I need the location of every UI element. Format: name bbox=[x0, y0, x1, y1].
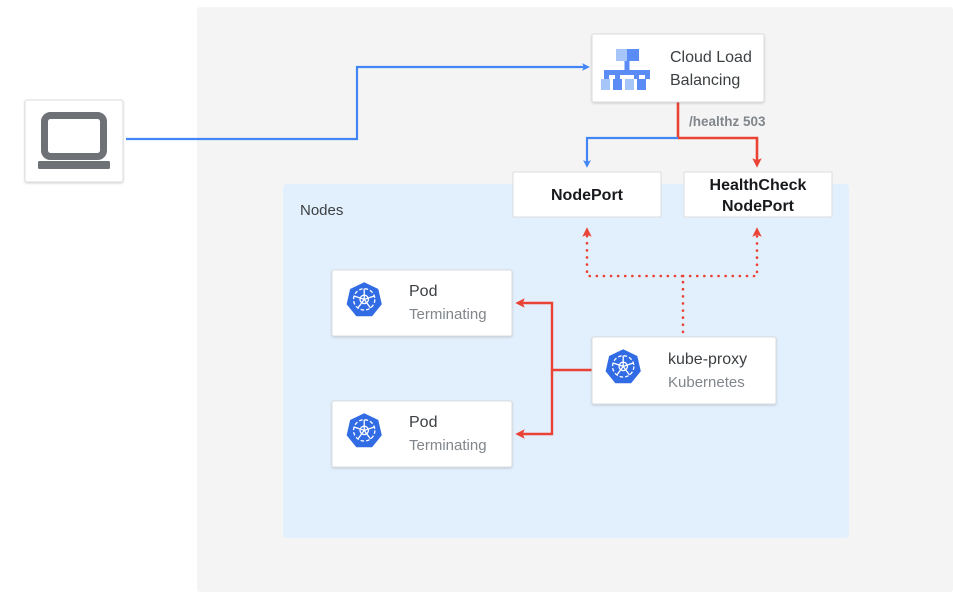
edge-load-balancer-to-nodeport bbox=[583, 136, 678, 168]
nodeport-box-background bbox=[512, 171, 662, 218]
kube-proxy-title: kube-proxy bbox=[668, 351, 747, 368]
pod-subtitle: Terminating bbox=[409, 437, 487, 454]
pod-title: Pod bbox=[409, 414, 437, 431]
nodeport-label: NodePort bbox=[551, 187, 624, 204]
pod-card-background bbox=[331, 400, 513, 468]
edge-kube-proxy-to-pods bbox=[515, 298, 592, 439]
pod-card[interactable]: Pod Terminating bbox=[331, 400, 513, 468]
healthcheck-nodeport-label-line2: NodePort bbox=[722, 198, 795, 215]
kube-proxy-card[interactable]: kube-proxy Kubernetes bbox=[591, 336, 777, 405]
kubernetes-icon bbox=[346, 282, 382, 317]
healthz-edge-label: /healthz 503 bbox=[689, 114, 766, 129]
cloud-load-balancing-icon bbox=[601, 49, 650, 90]
load-balancer-card[interactable]: Cloud Load Balancing bbox=[591, 33, 765, 103]
healthcheck-nodeport-label-line1: HealthCheck bbox=[710, 177, 807, 194]
nodes-panel-label: Nodes bbox=[300, 202, 343, 219]
kube-proxy-card-background bbox=[591, 336, 777, 405]
edge-load-balancer-healthz bbox=[676, 102, 762, 168]
pod-card[interactable]: Pod Terminating bbox=[331, 269, 513, 337]
pod-card-background bbox=[331, 269, 513, 337]
pod-title: Pod bbox=[409, 283, 437, 300]
edge-client-to-load-balancer bbox=[126, 63, 590, 141]
load-balancer-card-background bbox=[591, 33, 765, 103]
client-card[interactable] bbox=[24, 99, 124, 183]
kubernetes-icon bbox=[346, 413, 382, 448]
load-balancer-title-line1: Cloud Load bbox=[670, 49, 752, 66]
healthcheck-nodeport-box-background bbox=[683, 171, 833, 218]
nodeport-box[interactable]: NodePort bbox=[512, 171, 662, 218]
load-balancer-title-line2: Balancing bbox=[670, 72, 740, 89]
kube-proxy-subtitle: Kubernetes bbox=[668, 374, 745, 391]
healthcheck-nodeport-box[interactable]: HealthCheck NodePort bbox=[683, 171, 833, 218]
kubernetes-icon bbox=[605, 349, 641, 384]
pod-subtitle: Terminating bbox=[409, 306, 487, 323]
laptop-computer-icon bbox=[38, 112, 110, 169]
